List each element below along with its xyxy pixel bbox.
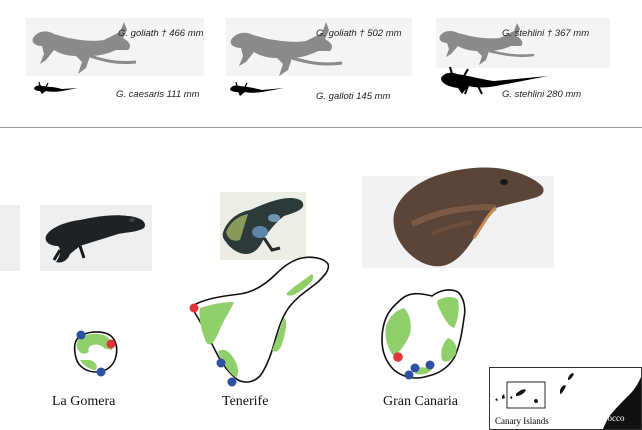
giant-lizard-silhouette-extinct [32,22,137,74]
island-name-tenerife: Tenerife [222,394,269,409]
red-sample-marker [189,303,199,313]
gran-canaria-sample-markers [393,352,435,380]
gran-canaria-lizard-photo [393,167,544,267]
giant-lizard-silhouette-extinct [230,22,343,76]
blue-sample-marker [216,358,226,368]
inset-map-drawing [495,373,641,429]
small-lizard-silhouette [441,66,548,95]
inset-label-morocco: Morocco [592,413,625,423]
island-name-la-gomera: La Gomera [52,394,116,409]
large-size-label: G. stehlini † 367 mm [502,28,590,39]
small-lizard-silhouette [230,81,284,96]
la-gomera-sample-markers [76,330,116,377]
blue-sample-marker [404,370,414,380]
blue-sample-marker [96,367,106,377]
blue-sample-marker [76,330,86,340]
island-name-gran-canaria: Gran Canaria [383,394,459,409]
la-gomera-lizard-photo [45,215,146,263]
gran-canaria-map [381,289,466,379]
blue-sample-marker [410,363,420,373]
giant-lizard-silhouette-extinct [439,23,535,65]
tenerife-sample-markers [189,303,237,387]
photo-backdrop [0,205,20,271]
section-divider [0,127,642,128]
la-gomera-map [73,331,118,373]
small-lizard-silhouette [34,81,78,94]
large-size-label: G. goliath † 502 mm [316,28,402,39]
inset-locator-map: Canary Islands Morocco [489,367,642,430]
red-sample-marker [393,352,403,362]
small-size-label: G. caesaris 111 mm [116,89,200,100]
blue-sample-marker [425,360,435,370]
tenerife-map [193,256,330,383]
red-sample-marker [106,339,116,349]
blue-sample-marker [227,377,237,387]
small-size-label: G. galloti 145 mm [316,91,391,102]
tenerife-lizard-photo [222,198,304,254]
small-size-label: G. stehlini 280 mm [502,89,582,100]
large-size-label: G. goliath † 466 mm [118,28,204,39]
inset-label-canary-islands: Canary Islands [495,416,549,426]
